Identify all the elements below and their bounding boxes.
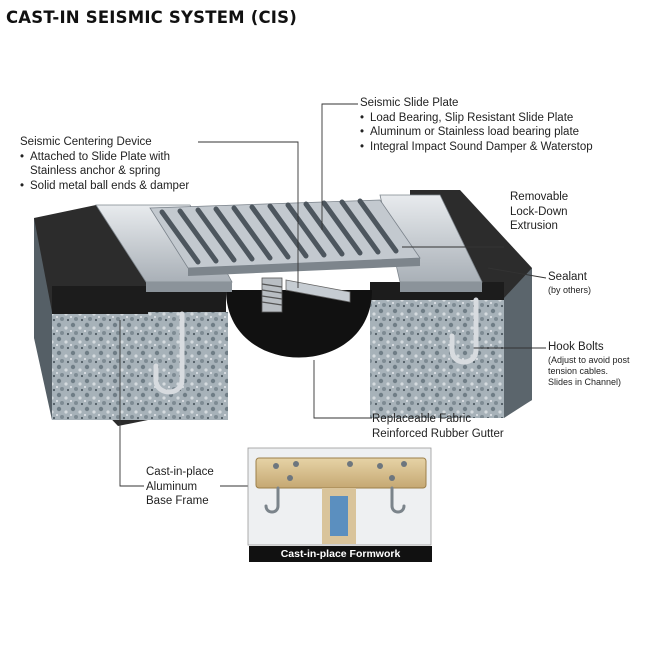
gutter-line: Reinforced Rubber Gutter — [372, 427, 504, 440]
label-seismic-slide-plate: Seismic Slide Plate Load Bearing, Slip R… — [360, 96, 593, 154]
gutter-line: Replaceable Fabric — [372, 413, 472, 425]
slide-plate-heading: Seismic Slide Plate — [360, 97, 459, 109]
centering-device-bullet: Attached to Slide Plate with — [20, 150, 189, 165]
hook-bolts-heading: Hook Bolts — [548, 341, 604, 353]
leader-lines — [119, 103, 547, 487]
extrusion-line: Removable — [510, 191, 569, 203]
label-sealant: Sealant (by others) — [548, 270, 591, 296]
hook-bolts-note: tension cables. — [548, 365, 609, 376]
slide-plate-bullet: Aluminum or Stainless load bearing plate — [360, 125, 593, 140]
slide-plate-bullet: Load Bearing, Slip Resistant Slide Plate — [360, 111, 593, 126]
base-frame-line: Cast-in-place — [146, 466, 214, 478]
slide-plate-bullet: Integral Impact Sound Damper & Waterstop — [360, 140, 593, 155]
centering-device-heading: Seismic Centering Device — [20, 136, 152, 148]
formwork-caption: Cast-in-place Formwork — [249, 546, 432, 562]
formwork-inset — [247, 447, 432, 546]
slide-plate — [149, 199, 421, 276]
slide-plate-bullets: Load Bearing, Slip Resistant Slide Plate… — [360, 111, 593, 155]
label-seismic-centering-device: Seismic Centering Device Attached to Sli… — [20, 135, 189, 193]
base-frame-line: Base Frame — [146, 495, 209, 507]
label-hook-bolts: Hook Bolts (Adjust to avoid post tension… — [548, 340, 630, 388]
extrusion-line: Lock-Down — [510, 205, 568, 218]
centering-spring — [261, 277, 351, 313]
hook-bolts — [153, 297, 479, 395]
sealant-heading: Sealant — [548, 271, 588, 283]
label-lockdown-extrusion: Removable Lock-Down Extrusion — [510, 190, 568, 234]
centering-device-bullets: Attached to Slide Plate with Stainless a… — [20, 150, 189, 194]
hook-bolts-note: (Adjust to avoid post — [548, 354, 630, 365]
sealant-note: (by others) — [548, 284, 592, 295]
slide-plate-grooves — [159, 198, 399, 265]
page-title: CAST-IN SEISMIC SYSTEM (CIS) — [6, 8, 297, 27]
hook-bolts-note: Slides in Channel) — [548, 376, 622, 387]
centering-device-bullet: Solid metal ball ends & damper — [20, 179, 189, 194]
extrusion-line: Extrusion — [510, 220, 558, 232]
centering-device-bullet-continued: Stainless anchor & spring — [30, 165, 161, 177]
base-frame-line: Aluminum — [146, 480, 198, 493]
label-rubber-gutter: Replaceable Fabric Reinforced Rubber Gut… — [372, 412, 504, 441]
label-base-frame: Cast-in-place Aluminum Base Frame — [146, 465, 214, 509]
left-concrete-slab — [34, 205, 228, 426]
